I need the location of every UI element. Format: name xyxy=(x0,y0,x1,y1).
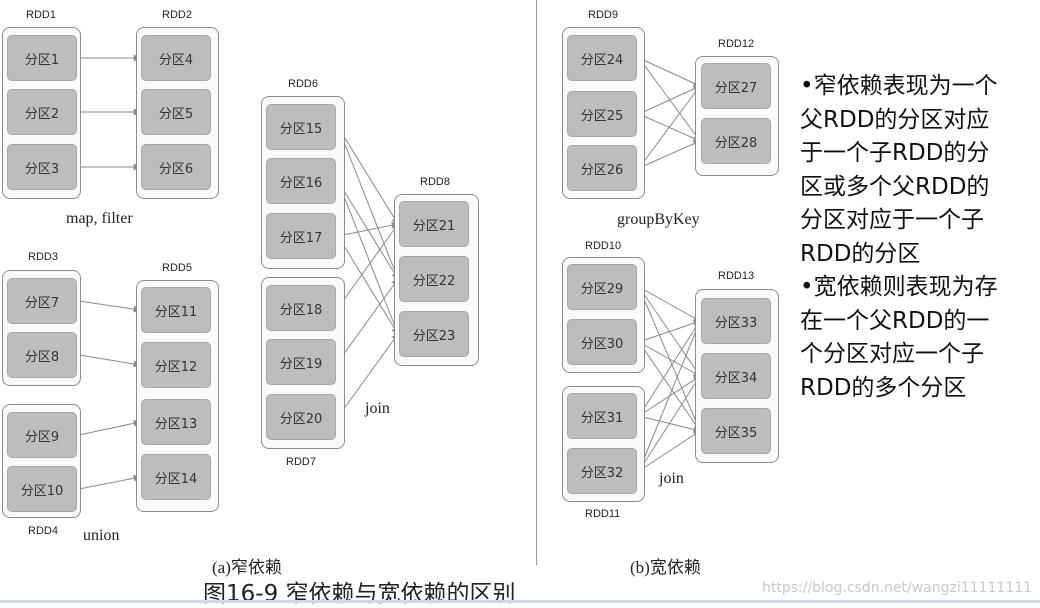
rdd4-label: RDD4 xyxy=(28,525,58,537)
dependency-arrow xyxy=(337,180,399,335)
bottom-rule xyxy=(0,600,1040,603)
partition-16: 分区16 xyxy=(266,158,336,204)
partition-33: 分区33 xyxy=(701,298,771,344)
rdd9-label: RDD9 xyxy=(588,9,618,21)
partition-3: 分区3 xyxy=(7,144,77,190)
partition-17: 分区17 xyxy=(266,213,336,259)
section-divider xyxy=(536,0,537,565)
dependency-arrow xyxy=(337,333,399,418)
partition-12: 分区12 xyxy=(141,342,211,388)
dependency-arrow xyxy=(638,430,701,472)
dependency-arrow xyxy=(638,341,701,432)
description-line: 于一个子RDD的分 xyxy=(800,140,990,166)
partition-1: 分区1 xyxy=(7,35,77,81)
join-narrow-label: join xyxy=(365,400,390,417)
dependency-description: •窄依赖表现为一个 父RDD的分区对应 于一个子RDD的分 区或多个父RDD的 … xyxy=(800,70,1036,405)
partition-8: 分区8 xyxy=(7,332,77,378)
dependency-arrow xyxy=(337,221,399,237)
dependency-arrow xyxy=(337,223,399,309)
partition-21: 分区21 xyxy=(399,201,469,247)
narrow-caption: (a)窄依赖 xyxy=(212,558,282,577)
partition-5: 分区5 xyxy=(141,89,211,135)
partition-15: 分区15 xyxy=(266,104,336,150)
dependency-arrow xyxy=(638,57,701,87)
partition-31: 分区31 xyxy=(567,393,637,439)
rdd8-label: RDD8 xyxy=(420,176,450,188)
partition-25: 分区25 xyxy=(567,91,637,137)
dependency-arrow xyxy=(638,140,701,169)
partition-2: 分区2 xyxy=(7,89,77,135)
rdd7-label: RDD7 xyxy=(286,456,316,468)
dependency-arrow xyxy=(337,235,399,335)
rdd5-label: RDD5 xyxy=(162,262,192,274)
partition-22: 分区22 xyxy=(399,256,469,302)
description-line: 区或多个父RDD的 xyxy=(800,173,990,200)
partition-19: 分区19 xyxy=(266,339,336,385)
partition-7: 分区7 xyxy=(7,278,77,324)
dependency-arrow xyxy=(337,126,399,225)
partition-32: 分区32 xyxy=(567,448,637,494)
rdd6-label: RDD6 xyxy=(288,78,318,90)
dependency-arrow xyxy=(78,419,141,436)
dependency-arrow xyxy=(638,85,701,169)
partition-30: 分区30 xyxy=(567,319,637,365)
union-label: union xyxy=(83,527,120,544)
dependency-arrow xyxy=(337,126,399,280)
partition-13: 分区13 xyxy=(141,399,211,445)
map-filter-label: map, filter xyxy=(66,210,133,227)
description-line: RDD的分区 xyxy=(800,240,921,267)
partition-29: 分区29 xyxy=(567,264,637,310)
partition-6: 分区6 xyxy=(141,144,211,190)
partition-18: 分区18 xyxy=(266,285,336,331)
description-line: 分区对应于一个子 xyxy=(800,207,984,233)
partition-34: 分区34 xyxy=(701,353,771,399)
partition-28: 分区28 xyxy=(701,118,771,164)
dependency-arrow xyxy=(78,354,141,368)
partition-9: 分区9 xyxy=(7,412,77,458)
description-line: •宽依赖则表现为存 xyxy=(800,274,998,300)
description-line: 个分区对应一个子 xyxy=(800,341,984,367)
dependency-arrow xyxy=(638,319,701,343)
dependency-arrow xyxy=(638,375,701,472)
rdd1-label: RDD1 xyxy=(26,9,56,21)
watermark-text: https://blog.csdn.net/wangzi11111111 xyxy=(762,580,1033,596)
description-line: 父RDD的分区对应 xyxy=(800,106,990,133)
dependency-arrow xyxy=(638,286,701,322)
dependency-arrow xyxy=(638,320,701,417)
dependency-arrow xyxy=(78,474,141,490)
partition-14: 分区14 xyxy=(141,454,211,500)
rdd12-label: RDD12 xyxy=(718,38,755,50)
dependency-arrow xyxy=(638,341,701,377)
rdd10-label: RDD10 xyxy=(585,240,622,252)
rdd11-label: RDD11 xyxy=(585,508,621,520)
wide-caption: (b)宽依赖 xyxy=(630,558,701,577)
partition-4: 分区4 xyxy=(141,35,211,81)
join-wide-label: join xyxy=(659,470,684,487)
rdd3-label: RDD3 xyxy=(28,251,58,263)
group-by-key-label: groupByKey xyxy=(617,211,700,228)
dependency-arrow xyxy=(638,85,701,115)
partition-10: 分区10 xyxy=(7,466,77,512)
partition-11: 分区11 xyxy=(141,287,211,333)
dependency-arrow xyxy=(638,320,701,472)
description-line: RDD的多个分区 xyxy=(800,374,967,401)
partition-24: 分区24 xyxy=(567,35,637,81)
rdd2-label: RDD2 xyxy=(162,9,192,21)
partition-26: 分区26 xyxy=(567,145,637,191)
partition-27: 分区27 xyxy=(701,63,771,109)
description-line: 在一个父RDD的一 xyxy=(800,307,990,334)
dependency-arrow xyxy=(78,300,141,313)
partition-20: 分区20 xyxy=(266,394,336,440)
partition-35: 分区35 xyxy=(701,408,771,454)
description-line: •窄依赖表现为一个 xyxy=(800,73,998,99)
rdd13-label: RDD13 xyxy=(718,270,755,282)
partition-23: 分区23 xyxy=(399,311,469,357)
dependency-arrow xyxy=(337,278,399,363)
